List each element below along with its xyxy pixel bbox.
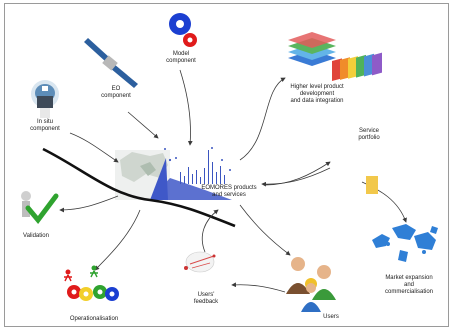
- users-feedback-label: Users' feedback: [193, 292, 219, 305]
- divider-curve: [42, 147, 236, 228]
- higher-level-label: Higher level product development and dat…: [290, 84, 344, 104]
- satellite-icon: [84, 38, 138, 88]
- checkmark-icon: [21, 191, 59, 225]
- model-component-label: Model component: [166, 51, 196, 64]
- in-situ-component-label: In situ component: [30, 119, 60, 132]
- eo-component-label: EO component: [101, 86, 131, 99]
- service-portfolio-label: Service portfolio: [358, 128, 380, 141]
- market-expansion-label: Market expansion and commercialisation: [384, 275, 433, 295]
- layers-icon: [288, 32, 336, 66]
- world-map-icon: [372, 224, 438, 262]
- people-gears-icon: [64, 265, 119, 301]
- central-products-label: EOMORES products and services: [201, 185, 257, 198]
- instrument-icon: [31, 80, 59, 118]
- users-label: Users: [323, 314, 339, 320]
- feedback-icon: [184, 251, 216, 273]
- flow-arrows: [59, 69, 407, 293]
- validation-label: Validation: [23, 233, 49, 239]
- central-map-chart-icon: [115, 147, 232, 200]
- operationalisation-label: Operationalisation: [69, 316, 119, 322]
- users-icon: [286, 257, 336, 312]
- model-gears-icon: [169, 13, 197, 47]
- folders-icon: [332, 52, 382, 194]
